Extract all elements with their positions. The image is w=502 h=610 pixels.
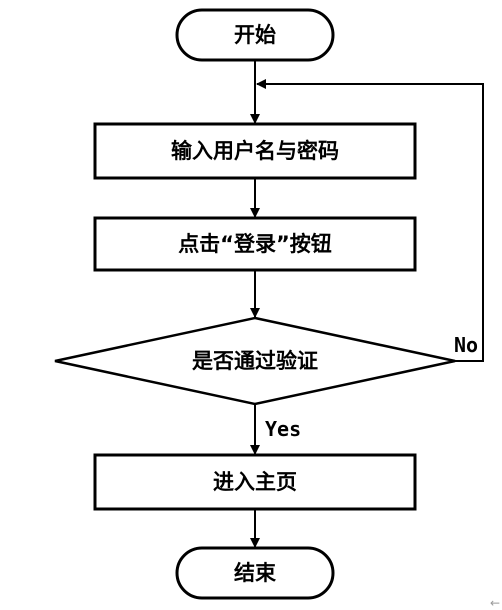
no-loop-line (256, 79, 484, 362)
no-label: No (454, 333, 478, 357)
end-label: 结束 (234, 561, 277, 585)
start-label: 开始 (234, 23, 276, 47)
enter-home-label: 进入主页 (213, 470, 297, 494)
click-login-label: 点击“登录”按钮 (178, 232, 332, 256)
enter-home-process (93, 453, 417, 511)
input-credentials-label: 输入用户名与密码 (171, 139, 339, 163)
end-terminal (175, 546, 335, 600)
yes-label: Yes (265, 417, 301, 441)
decision-label: 是否通过验证 (192, 349, 318, 373)
input-credentials-process (93, 122, 417, 180)
arrow-left-icon[interactable]: ← (489, 596, 500, 610)
